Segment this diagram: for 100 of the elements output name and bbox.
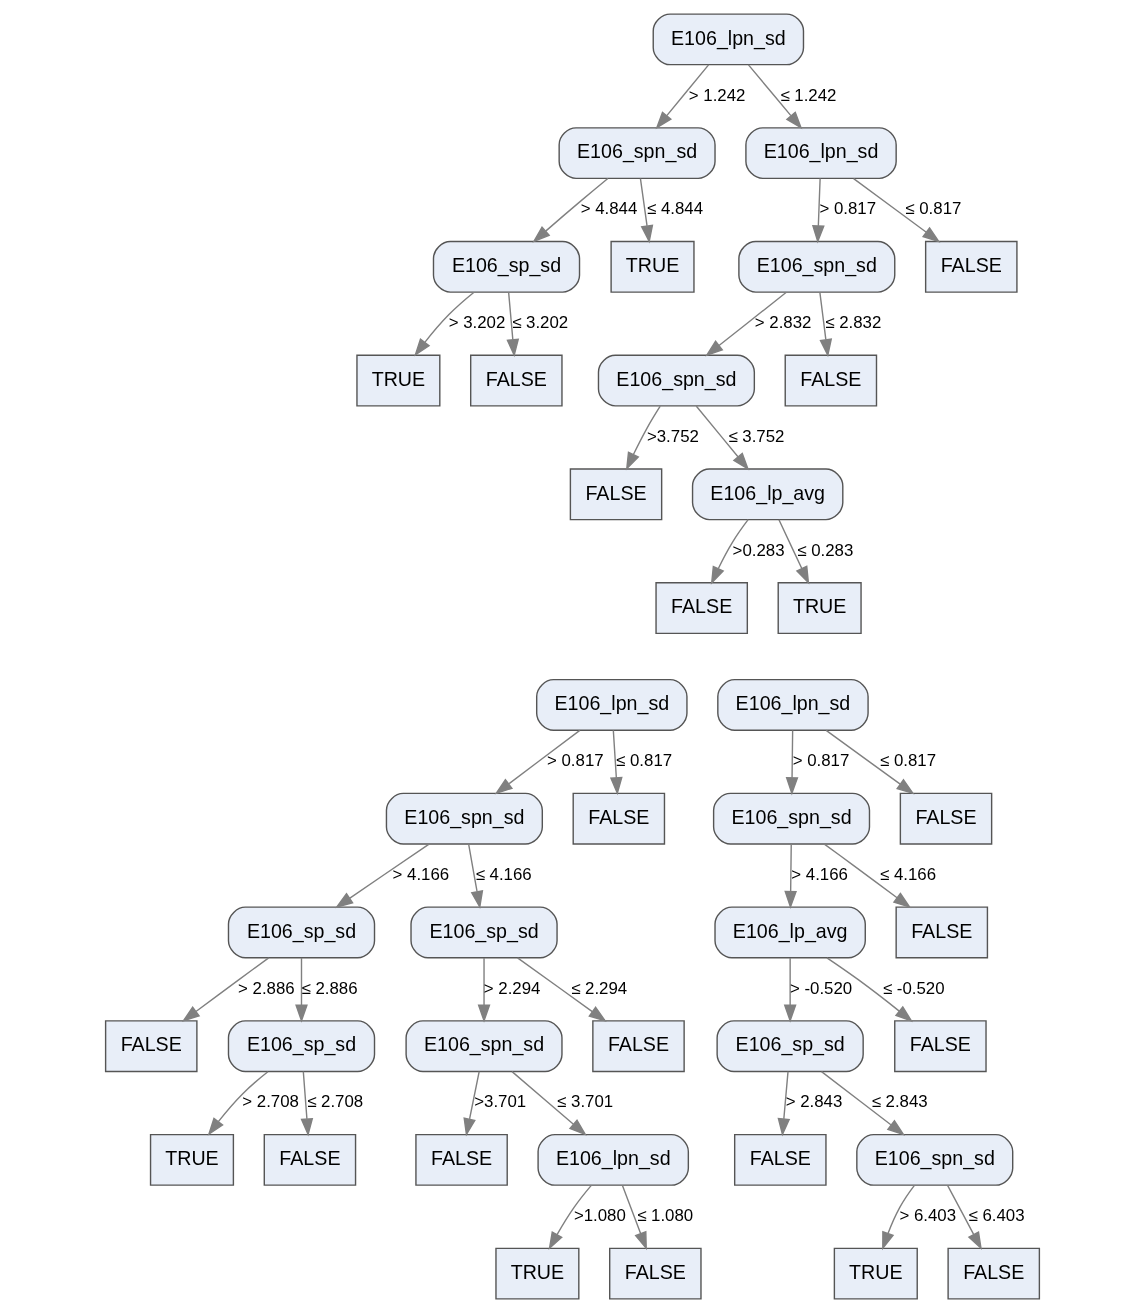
- arrow: [462, 1070, 480, 1137]
- node-box: FALSE: [894, 906, 988, 959]
- node-box: E106_lpn_sd: [652, 13, 804, 66]
- edge-label: > 2.843: [785, 1092, 842, 1112]
- node-box: TRUE: [609, 240, 695, 293]
- arrow: [181, 957, 269, 1023]
- edge-label: ≤ 4.166: [475, 864, 532, 884]
- edge-label: > 6.403: [898, 1206, 956, 1226]
- arrow: [207, 1071, 269, 1136]
- node-box: FALSE: [104, 1020, 198, 1073]
- node-box: E106_spn_sd: [855, 1133, 1013, 1186]
- node-box: E106_sp_sd: [432, 240, 580, 293]
- arrow: [548, 1184, 592, 1251]
- arrow: [820, 1070, 905, 1136]
- arrow: [609, 729, 623, 796]
- edge-label: > 3.202: [448, 313, 505, 333]
- node-box: E106_lpn_sd: [535, 678, 688, 731]
- arrow: [467, 843, 483, 910]
- node-box: FALSE: [784, 354, 877, 407]
- edge-label: ≤ 2.294: [570, 978, 627, 998]
- edge-label: ≤ 0.817: [615, 751, 672, 771]
- node-box: FALSE: [899, 792, 992, 845]
- edge-label: > 2.832: [754, 313, 811, 333]
- node-box: E106_spn_sd: [404, 1020, 563, 1073]
- node-box: TRUE: [355, 354, 440, 407]
- edge-label: ≤ -0.520: [882, 978, 945, 998]
- edge-label: ≤ 0.283: [796, 540, 853, 560]
- edge-label: ≤ 4.166: [879, 864, 936, 884]
- edge-label: > 4.166: [392, 864, 449, 884]
- arrow: [621, 1184, 647, 1251]
- edge-label: ≤ 0.817: [904, 199, 961, 219]
- arrow: [825, 957, 913, 1023]
- edge-label: ≤ 3.752: [727, 426, 784, 446]
- arrow: [852, 177, 940, 243]
- edge-label: > -0.520: [789, 978, 852, 998]
- arrow: [413, 291, 474, 357]
- arrow: [881, 1184, 915, 1251]
- node-box: FALSE: [469, 354, 563, 407]
- node-box: E106_sp_sd: [409, 906, 558, 959]
- node-box: FALSE: [263, 1133, 356, 1186]
- arrow: [639, 177, 653, 244]
- node-box: E106_sp_sd: [715, 1020, 864, 1073]
- arrow: [531, 177, 609, 243]
- edge-label: > 2.886: [237, 978, 295, 998]
- arrow: [505, 291, 519, 358]
- node-box: E106_spn_sd: [712, 792, 870, 845]
- edge-label: > 0.817: [818, 199, 876, 219]
- edge-label: > 1.242: [688, 85, 745, 105]
- arrow: [494, 729, 581, 795]
- node-box: TRUE: [494, 1247, 580, 1300]
- node-box: E106_lp_avg: [713, 906, 866, 959]
- arrow: [294, 957, 308, 1023]
- edge-label: >0.283: [732, 540, 785, 560]
- arrow: [824, 729, 915, 795]
- arrow: [823, 843, 911, 909]
- node-box: E106_lpn_sd: [744, 127, 897, 180]
- node-box: E106_lpn_sd: [536, 1133, 689, 1186]
- arrow: [477, 957, 490, 1023]
- edge-label: ≤ 1.242: [779, 85, 836, 105]
- edge-label: > 4.166: [790, 864, 848, 884]
- arrow: [785, 729, 798, 796]
- node-box: TRUE: [149, 1133, 234, 1186]
- arrow: [811, 177, 825, 244]
- edge-label: ≤ 2.843: [871, 1092, 928, 1112]
- node-box: E106_spn_sd: [557, 127, 716, 180]
- node-box: FALSE: [654, 582, 748, 635]
- arrow: [334, 843, 430, 909]
- edge-label: ≤ 3.202: [511, 313, 568, 333]
- node-box: FALSE: [569, 468, 662, 521]
- arrow: [300, 1070, 313, 1137]
- node-box: E106_spn_sd: [385, 792, 543, 845]
- edge-label: ≤ 4.844: [646, 199, 703, 219]
- arrow: [510, 1070, 587, 1136]
- arrow: [783, 957, 797, 1023]
- edge-label: ≤ 2.832: [824, 313, 881, 333]
- edge-label: >1.080: [573, 1206, 626, 1226]
- arrow: [516, 957, 607, 1022]
- node-box: TRUE: [777, 582, 862, 635]
- arrow: [747, 64, 802, 130]
- arrow: [704, 291, 787, 357]
- arrow: [818, 291, 832, 358]
- node-box: FALSE: [414, 1133, 508, 1186]
- edge-label: ≤ 1.080: [636, 1206, 693, 1226]
- node-box: TRUE: [833, 1247, 918, 1300]
- node-box: FALSE: [591, 1020, 685, 1073]
- edge-label: > 2.708: [241, 1092, 299, 1112]
- edge-label: ≤ 0.817: [879, 751, 936, 771]
- node-box: E106_spn_sd: [737, 240, 895, 293]
- edge-label: > 0.817: [792, 751, 849, 771]
- arrow: [695, 405, 749, 471]
- edge-label: ≤ 6.403: [968, 1206, 1025, 1226]
- edge-label: > 4.844: [580, 199, 637, 219]
- node-box: FALSE: [924, 240, 1018, 293]
- arrow: [777, 519, 809, 585]
- arrow: [710, 518, 749, 585]
- arrow: [777, 1070, 790, 1137]
- node-box: FALSE: [893, 1020, 987, 1073]
- edge-label: > 2.294: [483, 978, 540, 998]
- edge-label: ≤ 2.886: [301, 978, 358, 998]
- arrow: [655, 64, 709, 130]
